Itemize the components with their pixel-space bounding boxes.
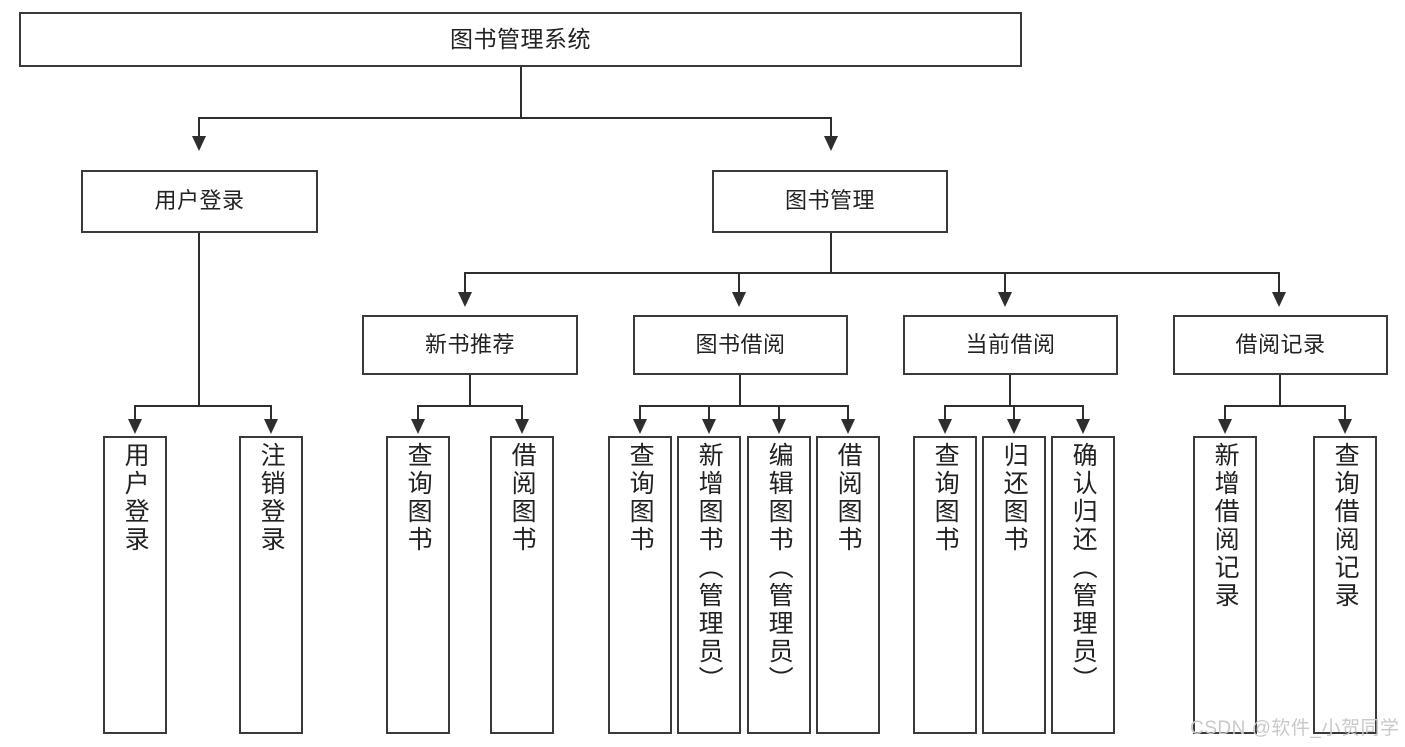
arrow-to-borrow-record bbox=[1272, 292, 1286, 307]
node-label: 借阅记录 bbox=[1235, 331, 1326, 357]
node-label: 用户登录 bbox=[121, 442, 150, 554]
node-label: 借阅图书 bbox=[508, 442, 537, 554]
connector-newbook-bus bbox=[417, 405, 521, 407]
connector-borrowrecord-stem bbox=[1279, 375, 1281, 406]
watermark: CSDN @软件_小贺同学 bbox=[1190, 718, 1400, 739]
node-label: 编辑图书（管理员） bbox=[765, 442, 794, 694]
node-label: 当前借阅 bbox=[965, 331, 1056, 357]
connector-newbook-drop-1 bbox=[417, 405, 419, 420]
connector-borrowrecord-drop-1 bbox=[1224, 405, 1226, 420]
leaf-logout[interactable]: 注销登录 bbox=[239, 436, 303, 734]
connector-l3-drop-2 bbox=[738, 272, 740, 293]
node-label: 查询借阅记录 bbox=[1331, 442, 1360, 610]
connector-borrowrecord-drop-2 bbox=[1344, 405, 1346, 420]
leaf-query-book-current[interactable]: 查询图书 bbox=[913, 436, 977, 734]
arrow-to-leaf-logout bbox=[264, 419, 278, 434]
connector-userlogin-stem bbox=[198, 233, 200, 406]
leaf-borrow-book[interactable]: 借阅图书 bbox=[816, 436, 880, 734]
node-book-management[interactable]: 图书管理 bbox=[712, 170, 948, 233]
leaf-query-borrow-record[interactable]: 查询借阅记录 bbox=[1313, 436, 1377, 734]
connector-userlogin-drop-2 bbox=[270, 405, 272, 420]
connector-borrowrecord-bus bbox=[1224, 405, 1345, 407]
connector-root-drop-1 bbox=[198, 117, 200, 139]
arrow-to-leaf-borrow-book-1 bbox=[515, 419, 529, 434]
leaf-add-borrow-record[interactable]: 新增借阅记录 bbox=[1193, 436, 1257, 734]
arrow-to-leaf-query-book-2 bbox=[633, 419, 647, 434]
leaf-borrow-book-recommend[interactable]: 借阅图书 bbox=[490, 436, 554, 734]
leaf-user-login[interactable]: 用户登录 bbox=[103, 436, 167, 734]
connector-userlogin-drop-1 bbox=[134, 405, 136, 420]
connector-bookborrow-drop-2 bbox=[708, 405, 710, 420]
connector-l3-drop-4 bbox=[1278, 272, 1280, 293]
node-label: 查询图书 bbox=[626, 442, 655, 554]
node-root-system[interactable]: 图书管理系统 bbox=[19, 12, 1022, 67]
connector-root-bus bbox=[198, 117, 832, 119]
node-current-borrow[interactable]: 当前借阅 bbox=[903, 315, 1118, 375]
leaf-add-book-admin[interactable]: 新增图书（管理员） bbox=[677, 436, 741, 734]
node-label: 图书管理系统 bbox=[450, 25, 591, 52]
leaf-query-book-recommend[interactable]: 查询图书 bbox=[386, 436, 450, 734]
node-new-book-recommend[interactable]: 新书推荐 bbox=[362, 315, 578, 375]
arrow-to-book-manage bbox=[824, 136, 838, 151]
connector-root-stem bbox=[520, 67, 522, 118]
arrow-to-leaf-edit-book bbox=[772, 419, 786, 434]
connector-bookborrow-drop-1 bbox=[639, 405, 641, 420]
arrow-to-leaf-user-login bbox=[128, 419, 142, 434]
arrow-to-leaf-query-record bbox=[1338, 419, 1352, 434]
leaf-confirm-return-admin[interactable]: 确认归还（管理员） bbox=[1051, 436, 1115, 734]
connector-newbook-stem bbox=[469, 375, 471, 406]
arrow-to-current-borrow bbox=[998, 292, 1012, 307]
node-label: 新书推荐 bbox=[424, 331, 515, 357]
node-label: 归还图书 bbox=[1000, 442, 1029, 554]
leaf-edit-book-admin[interactable]: 编辑图书（管理员） bbox=[747, 436, 811, 734]
connector-currentborrow-drop-3 bbox=[1082, 405, 1084, 420]
arrow-to-book-borrow bbox=[732, 292, 746, 307]
arrow-to-leaf-confirm-return bbox=[1076, 419, 1090, 434]
arrow-to-leaf-return-book bbox=[1007, 419, 1021, 434]
node-label: 图书借阅 bbox=[695, 331, 786, 357]
connector-userlogin-bus bbox=[134, 405, 270, 407]
node-book-borrow[interactable]: 图书借阅 bbox=[633, 315, 848, 375]
node-label: 新增借阅记录 bbox=[1211, 442, 1240, 610]
connector-bookborrow-stem bbox=[739, 375, 741, 406]
connector-l3-drop-1 bbox=[464, 272, 466, 293]
arrow-to-user-login bbox=[192, 136, 206, 151]
connector-bookmanage-stem bbox=[830, 233, 832, 273]
connector-bookborrow-bus bbox=[639, 405, 848, 407]
connector-root-drop-2 bbox=[830, 117, 832, 139]
node-label: 用户登录 bbox=[154, 188, 245, 214]
node-label: 借阅图书 bbox=[834, 442, 863, 554]
arrow-to-new-book-recommend bbox=[458, 292, 472, 307]
connector-currentborrow-drop-2 bbox=[1013, 405, 1015, 420]
leaf-query-book-borrow[interactable]: 查询图书 bbox=[608, 436, 672, 734]
arrow-to-leaf-query-book-3 bbox=[938, 419, 952, 434]
node-label: 查询图书 bbox=[931, 442, 960, 554]
arrow-to-leaf-borrow-book-2 bbox=[841, 419, 855, 434]
connector-newbook-drop-2 bbox=[521, 405, 523, 420]
node-label: 注销登录 bbox=[257, 442, 286, 554]
arrow-to-leaf-query-book-1 bbox=[411, 419, 425, 434]
arrow-to-leaf-add-book bbox=[702, 419, 716, 434]
leaf-return-book[interactable]: 归还图书 bbox=[982, 436, 1046, 734]
connector-l3-drop-3 bbox=[1004, 272, 1006, 293]
node-label: 查询图书 bbox=[404, 442, 433, 554]
arrow-to-leaf-add-record bbox=[1218, 419, 1232, 434]
node-label: 图书管理 bbox=[784, 188, 875, 214]
connector-currentborrow-stem bbox=[1009, 375, 1011, 406]
node-borrow-record[interactable]: 借阅记录 bbox=[1173, 315, 1388, 375]
connector-bookmanage-bus bbox=[464, 272, 1280, 274]
node-user-login[interactable]: 用户登录 bbox=[81, 170, 318, 233]
connector-currentborrow-drop-1 bbox=[944, 405, 946, 420]
connector-bookborrow-drop-4 bbox=[847, 405, 849, 420]
node-label: 新增图书（管理员） bbox=[695, 442, 724, 694]
connector-bookborrow-drop-3 bbox=[778, 405, 780, 420]
node-label: 确认归还（管理员） bbox=[1069, 442, 1098, 694]
